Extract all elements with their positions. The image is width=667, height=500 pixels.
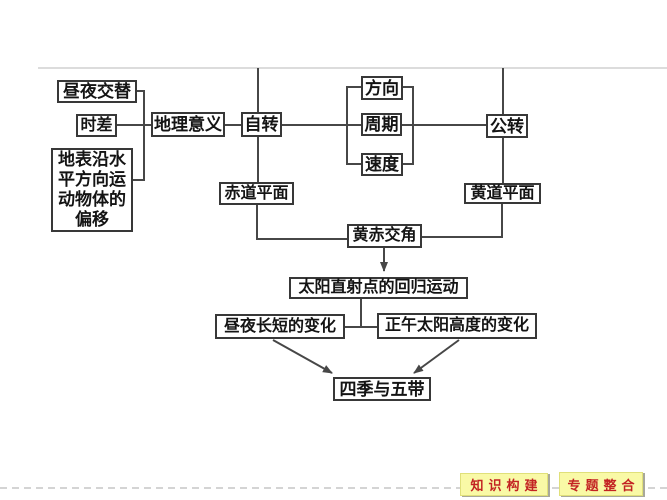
node-ecliptic-plane: 黄道平面 [464,183,541,204]
deflection-line-3: 动物体的 [58,190,126,209]
node-noon-sun-altitude-change: 正午太阳高度的变化 [377,313,537,339]
deflection-line-2: 平方向运 [58,170,126,189]
node-day-length-change: 昼夜长短的变化 [215,314,345,339]
node-period: 周期 [361,113,402,136]
node-geographic-significance: 地理意义 [151,112,225,137]
footer-tab-topic-integration[interactable]: 专题整合 [559,472,643,496]
node-equatorial-plane: 赤道平面 [219,182,294,205]
node-speed: 速度 [361,153,403,176]
node-obliquity-of-ecliptic: 黄赤交角 [347,224,422,248]
deflection-line-1: 地表沿水 [58,150,126,169]
footer-tab-knowledge-construction[interactable]: 知识构建 [460,473,548,496]
deflection-line-4: 偏移 [75,210,109,229]
node-time-difference: 时差 [76,114,117,137]
node-seasons-and-zones: 四季与五带 [333,377,431,401]
node-direction: 方向 [361,76,403,100]
node-day-night-alternation: 昼夜交替 [57,80,137,103]
node-revolution: 公转 [486,114,528,138]
node-horizontal-deflection: 地表沿水 平方向运 动物体的 偏移 [51,148,133,232]
node-subsolar-point-movement: 太阳直射点的回归运动 [289,277,468,299]
node-rotation: 自转 [241,112,282,137]
